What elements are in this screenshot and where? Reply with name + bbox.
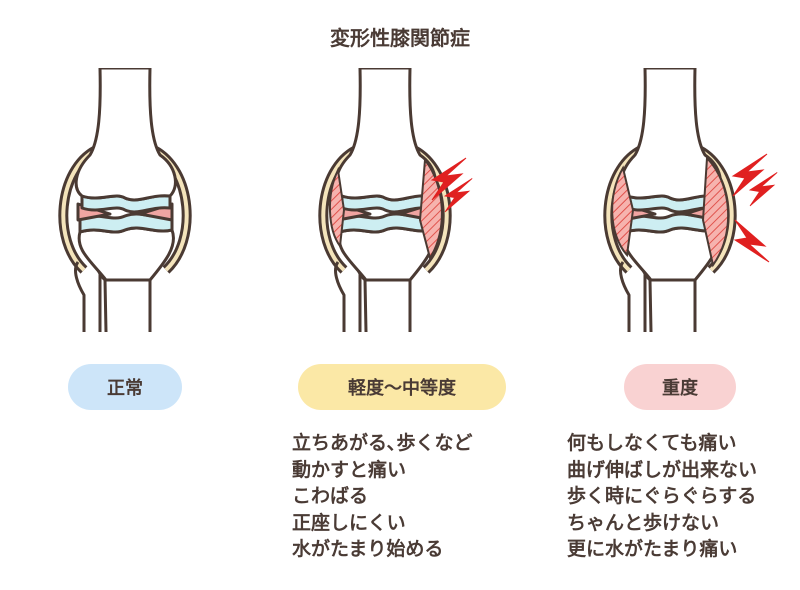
stage-normal-badge: 正常 bbox=[68, 364, 182, 410]
symptom-item: 歩く時にぐらぐらする bbox=[567, 485, 757, 507]
symptom-item: 正座しにくい bbox=[292, 511, 406, 534]
stage-mild-badge: 軽度〜中等度 bbox=[298, 364, 506, 410]
symptom-item: ちゃんと歩けない bbox=[567, 511, 720, 534]
symptom-item: 水がたまり始める bbox=[292, 538, 444, 560]
symptom-item: こわばる bbox=[292, 485, 369, 507]
symptom-item: 何もしなくても痛い bbox=[567, 432, 737, 454]
stage-severe-badge: 重度 bbox=[624, 364, 736, 410]
symptom-item: 曲げ伸ばしが出来ない bbox=[567, 458, 758, 481]
page-title: 変形性膝関節症 bbox=[330, 26, 470, 50]
mild-symptoms-list: 立ちあがる､歩くなど 動かすと痛い こわばる 正座しにくい 水がたまり始める bbox=[292, 430, 473, 563]
severe-knee bbox=[608, 60, 778, 332]
symptom-item: 更に水がたまり痛い bbox=[567, 538, 738, 560]
normal-knee bbox=[63, 60, 186, 332]
mild-knee bbox=[323, 60, 473, 332]
pain-icon bbox=[734, 219, 770, 263]
symptom-item: 動かすと痛い bbox=[292, 458, 407, 481]
severe-symptoms-list: 何もしなくても痛い 曲げ伸ばしが出来ない 歩く時にぐらぐらする ちゃんと歩けない… bbox=[567, 430, 757, 563]
symptom-item: 立ちあがる､歩くなど bbox=[292, 432, 473, 454]
